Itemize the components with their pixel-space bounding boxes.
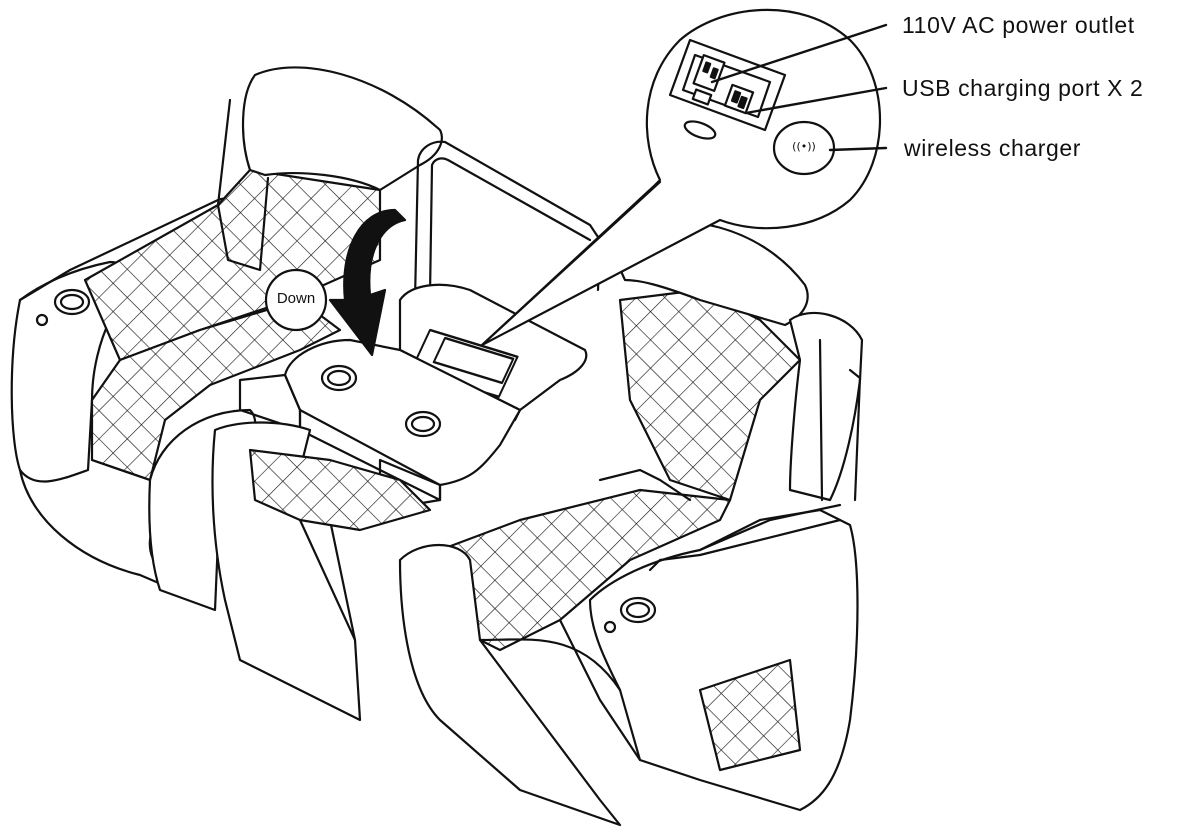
right-arm-quilt — [698, 658, 802, 772]
leader-lines — [710, 23, 888, 152]
ac-outlet-icon — [692, 54, 726, 92]
center-console — [211, 140, 602, 722]
wireless-icon: ((•)) — [792, 140, 816, 153]
usb-label: USB charging port X 2 — [902, 75, 1144, 101]
left-button-icon — [35, 313, 49, 327]
leader-usb — [744, 86, 888, 115]
leader-wireless — [828, 146, 888, 152]
wireless-charger-pad — [772, 120, 836, 176]
right-button-icon — [603, 620, 617, 634]
down-label: Down — [276, 290, 316, 307]
right-seat — [398, 220, 864, 827]
console-lid — [398, 283, 588, 412]
console-cupholder-2-icon — [404, 410, 442, 438]
console-back-frame — [413, 140, 602, 302]
down-badge — [264, 268, 328, 332]
console-cupholder-1-icon — [320, 364, 358, 392]
outlet-label: 110V AC power outlet — [902, 12, 1135, 38]
left-outer-arm — [10, 260, 130, 483]
left-headrest — [241, 66, 443, 192]
left-seat — [10, 66, 443, 612]
right-cupholder-icon — [619, 596, 657, 624]
left-cupholder-icon — [53, 288, 91, 316]
center-seat-quilt — [248, 448, 432, 532]
wireless-label: wireless charger — [904, 135, 1082, 161]
callout-bubble — [480, 8, 882, 347]
down-arrow — [328, 208, 407, 357]
console-tray — [283, 338, 522, 487]
leader-outlet — [710, 23, 888, 84]
